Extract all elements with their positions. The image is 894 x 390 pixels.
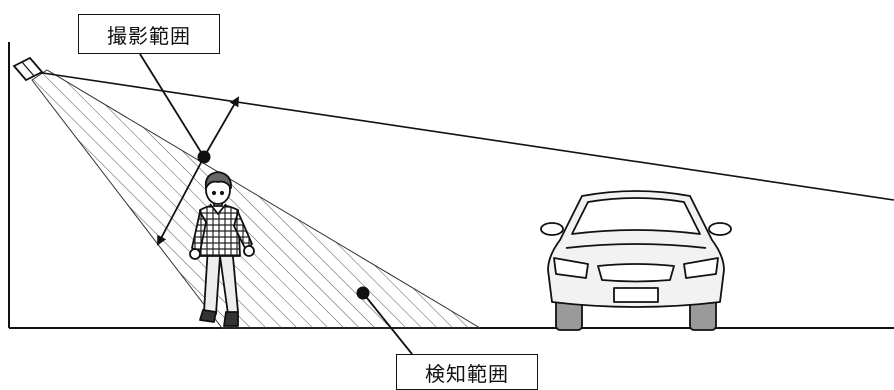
detection-range-label: 検知範囲 [396,354,538,390]
detection-area [31,69,482,329]
shooting-range-arrow [157,156,205,246]
security-camera-icon [12,56,44,82]
detection-range-marker [356,286,370,300]
walking-person-icon [189,171,255,327]
shooting-range-boundary [35,71,894,201]
shooting-label-leader [139,53,205,158]
detection-label-leader [362,292,413,355]
car-front-icon [540,190,732,331]
shooting-range-marker [197,150,211,164]
shooting-range-arrow [203,96,239,158]
shooting-range-label: 撮影範囲 [78,14,220,54]
